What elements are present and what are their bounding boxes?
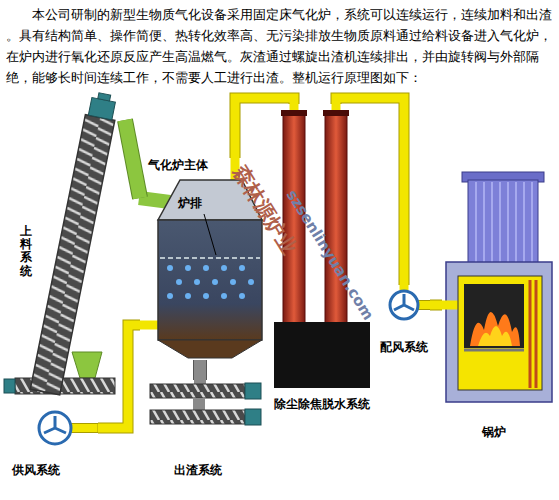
part-label: 炉排 <box>178 196 202 210</box>
flame <box>478 326 512 346</box>
mixing-fan <box>390 291 418 319</box>
equipment-label: 出渣系统 <box>174 463 222 478</box>
equipment-node: 配风系统 <box>378 285 430 360</box>
column-cap <box>281 110 307 116</box>
screw-motor <box>245 383 261 399</box>
boiler-casing <box>446 262 552 402</box>
pipe-outline <box>235 98 294 158</box>
screw-motor <box>4 379 15 393</box>
duct-ribs <box>476 182 532 262</box>
boiler-grate <box>464 349 524 352</box>
feed-hopper <box>72 352 102 378</box>
grate <box>160 257 260 259</box>
pipe-outline <box>336 98 404 285</box>
feed-chute <box>125 120 140 198</box>
equipment-node: 锅炉 <box>442 175 554 460</box>
boiler-furnace <box>458 276 542 390</box>
equipment-label: 气化炉主体 <box>148 158 208 173</box>
gas-droplets <box>167 265 254 299</box>
column-cap <box>323 110 349 116</box>
equipment-label: 配风系统 <box>380 340 428 355</box>
fan-blades <box>394 294 414 310</box>
blower-fan <box>39 412 71 444</box>
equipment-label: 除尘除焦脱水系统 <box>274 397 370 412</box>
pipe-stub <box>441 301 460 310</box>
equipment-node: 出渣系统 <box>140 380 265 480</box>
rotary-valve <box>193 398 205 410</box>
gas-pipe <box>430 301 442 310</box>
equipment-label: 供风系统 <box>12 463 60 478</box>
slag-screw <box>150 410 245 424</box>
gas-pipe <box>235 98 294 158</box>
equipment-node: 上料系统 <box>8 110 125 395</box>
fan-blades <box>44 416 66 433</box>
equipment-label: 上料系统 <box>20 225 32 278</box>
boiler-duct <box>468 180 538 264</box>
label-holder: 本公司研制的新型生物质气化设备采用固定床气化炉，系统可以连续运行，连续加料和出渣… <box>6 4 553 88</box>
pipe-outline <box>430 300 442 311</box>
inclined-conveyor <box>30 91 119 395</box>
gasifier-bottom <box>158 340 262 358</box>
pipe-stub <box>139 321 159 330</box>
equipment-label: 锅炉 <box>482 425 506 440</box>
water-tank <box>274 322 370 388</box>
intro-text: 本公司研制的新型生物质气化设备采用固定床气化炉，系统可以连续运行，连续加料和出渣… <box>6 4 553 88</box>
air-pipe <box>98 325 140 428</box>
label-holder: 炉排 <box>178 196 202 210</box>
feed-screw <box>15 378 115 394</box>
pipe-outline <box>193 360 207 380</box>
slag-screw <box>150 384 245 398</box>
equipment-node: 供风系统 <box>8 405 98 483</box>
firebox <box>464 284 524 348</box>
pipe-outline <box>125 120 140 198</box>
pipe-outline <box>98 325 140 428</box>
flame <box>470 312 520 346</box>
slag-chute <box>194 360 206 380</box>
water-tubes <box>530 280 536 388</box>
gasifier-body <box>158 220 262 340</box>
screw-motor <box>245 409 261 425</box>
gas-pipe <box>336 98 404 285</box>
chute-stub <box>139 198 170 202</box>
leader-line <box>204 214 216 255</box>
